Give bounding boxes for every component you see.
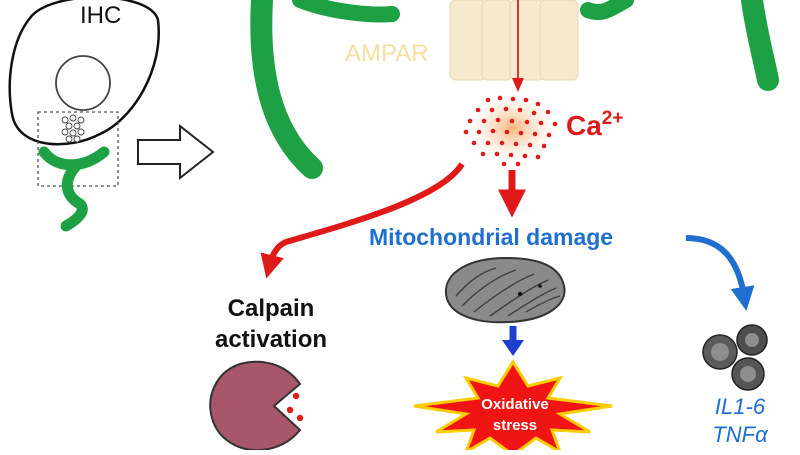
cytokine-label-line1: IL1-6	[714, 394, 766, 419]
ihc-cell-outline	[8, 0, 160, 146]
calcium-symbol: Ca	[566, 110, 602, 141]
ampar-receptor	[449, 0, 579, 81]
calpain-activation-label: Calpain activation	[196, 293, 346, 355]
postsynaptic-membrane-left	[292, 0, 400, 23]
afferent-terminal-left-arc	[250, 0, 323, 179]
arrow-to-cytokines	[685, 235, 755, 311]
afferent-terminal-small	[38, 146, 110, 232]
arrow-to-calpain	[260, 162, 465, 279]
oxidative-stress-label: Oxidative stress	[455, 394, 575, 436]
mitochondrial-damage-label: Mitochondrial damage	[369, 224, 614, 250]
oxidative-label-line1: Oxidative	[481, 396, 549, 413]
calcium-influx-arrowhead	[512, 78, 524, 92]
zoom-arrow-icon	[137, 123, 215, 181]
oxidative-stress-burst	[413, 359, 613, 455]
calpain-substrate-dots	[286, 392, 304, 422]
ihc-nucleus	[55, 55, 111, 111]
cytokine-cell-micrographs	[702, 324, 768, 391]
calpain-label-line1: Calpain	[227, 295, 315, 322]
zoom-region-box	[37, 111, 119, 187]
calcium-charge: 2+	[601, 108, 624, 129]
calcium-dots	[463, 95, 558, 167]
arrow-to-oxidative-stress-head	[502, 340, 524, 356]
postsynaptic-membrane-right	[580, 0, 634, 21]
afferent-terminal-right-arc	[741, 0, 779, 91]
ampar-label: AMPAR	[345, 40, 429, 67]
cytokine-label-line2: TNFα	[712, 422, 768, 447]
calcium-label: Ca2+	[566, 108, 623, 142]
calpain-label-line2: activation	[214, 326, 328, 353]
calpain-enzyme-icon	[209, 360, 302, 452]
synaptic-vesicle-cluster	[61, 114, 85, 143]
cytokine-label: IL1-6 TNFα	[690, 393, 790, 449]
ihc-label: IHC	[80, 2, 122, 29]
calcium-glow	[468, 94, 556, 162]
mitochondrion-micrograph	[444, 256, 566, 324]
oxidative-label-line2: stress	[492, 417, 538, 434]
